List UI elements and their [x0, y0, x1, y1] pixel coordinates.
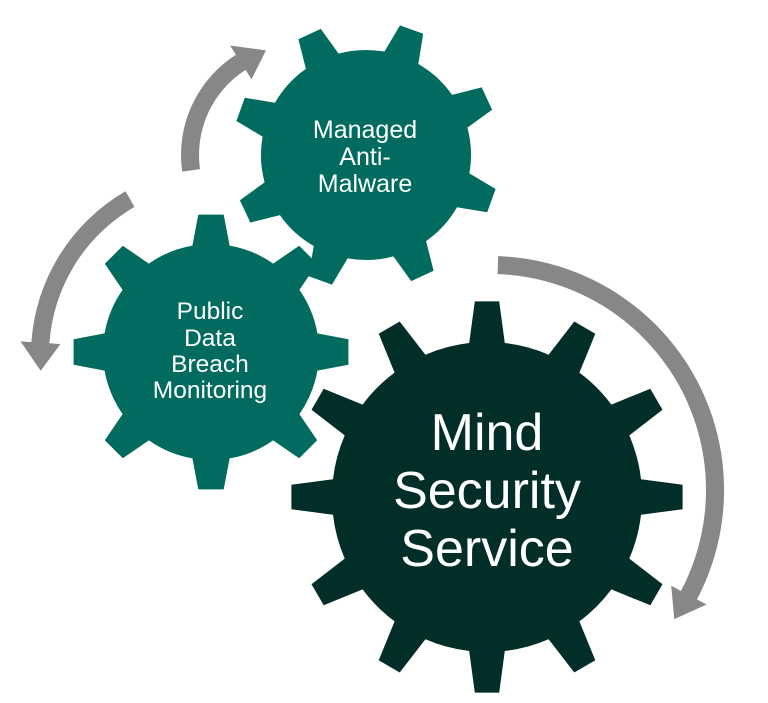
- label-line: Security: [393, 461, 581, 520]
- gear-label-public-data-breach-monitoring: Public Data Breach Monitoring: [130, 292, 290, 412]
- gear-icon-managed-anti-malware: [236, 25, 496, 285]
- cycle-arrows: [20, 45, 725, 620]
- gear-icon-public-data-breach-monitoring: [73, 214, 349, 490]
- curved-arrow-icon: [181, 45, 266, 172]
- label-line: Managed: [312, 115, 418, 144]
- label-line: Anti-: [339, 142, 391, 171]
- label-line: Breach: [171, 351, 249, 378]
- label-line: Mind: [430, 403, 544, 462]
- label-line: Service: [400, 520, 574, 579]
- gears: [73, 25, 683, 693]
- label-line: Public: [176, 298, 244, 326]
- curved-arrow-icon: [20, 191, 135, 371]
- label-line: Monitoring: [152, 377, 268, 405]
- label-line: Data: [184, 324, 236, 352]
- gear-icon-mind-security-service: [291, 301, 683, 693]
- gear-label-managed-anti-malware: Managed Anti- Malware: [285, 112, 445, 202]
- curved-arrow-icon: [497, 256, 725, 620]
- label-line: Malware: [317, 169, 413, 198]
- gear-label-mind-security-service: Mind Security Service: [347, 398, 627, 584]
